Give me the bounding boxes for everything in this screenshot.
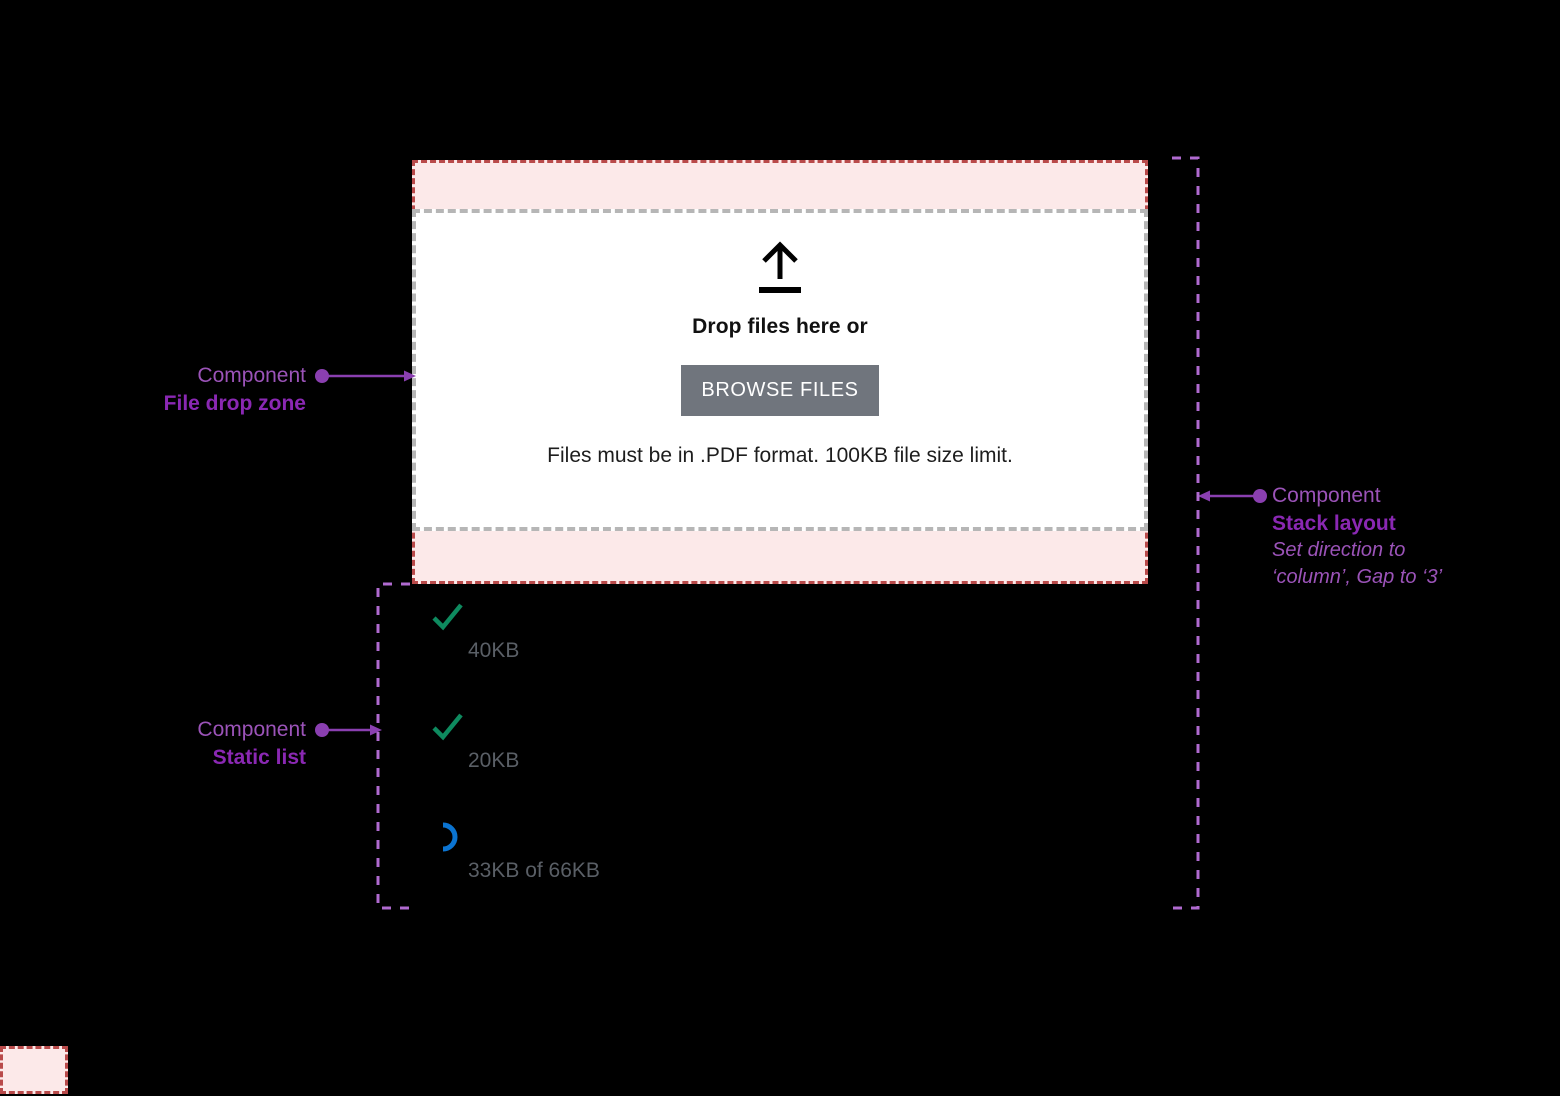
upload-arrow-icon [749,239,811,301]
drop-zone-title: Drop files here or [692,315,868,338]
annotation-file-drop-zone: Component File drop zone [40,362,306,417]
annotation-name-label: Static list [212,745,306,769]
annotation-leader-stack-layout [1198,489,1267,503]
annotation-kind-label: Component [197,364,306,387]
check-icon [430,710,464,744]
list-item[interactable]: 33KB of 66KB [412,812,1148,922]
annotation-name-label: File drop zone [163,391,306,415]
file-drop-zone[interactable]: Drop files here or BROWSE FILES Files mu… [412,209,1148,531]
spinner-icon [430,820,464,854]
file-size-label: 40KB [468,639,520,662]
browse-files-button[interactable]: BROWSE FILES [681,365,879,416]
list-item[interactable]: 20KB [412,702,1148,812]
annotation-kind-label: Component [1272,484,1381,507]
annotation-static-list: Component Static list [40,716,306,771]
padding-legend-swatch [0,1046,68,1094]
stack-layout-bracket [1172,156,1200,910]
static-list-bracket [376,582,410,910]
annotation-stack-layout: Component Stack layout Set direction to … [1272,482,1542,590]
annotation-note-line-1: Set direction to [1272,539,1406,562]
annotation-kind-label: Component [197,718,306,741]
list-item[interactable]: 40KB [412,592,1148,702]
annotation-leader-file-drop-zone [315,369,416,383]
file-size-label: 33KB of 66KB [468,859,600,882]
file-size-label: 20KB [468,749,520,772]
annotation-leader-static-list [315,723,382,737]
annotation-name-label: Stack layout [1272,511,1396,535]
check-icon [430,600,464,634]
static-list: 40KB 20KB 33KB of 66KB [412,592,1148,922]
drop-zone-hint: Files must be in .PDF format. 100KB file… [547,444,1013,467]
annotation-note-line-2: ‘column’, Gap to ‘3’ [1272,565,1443,588]
